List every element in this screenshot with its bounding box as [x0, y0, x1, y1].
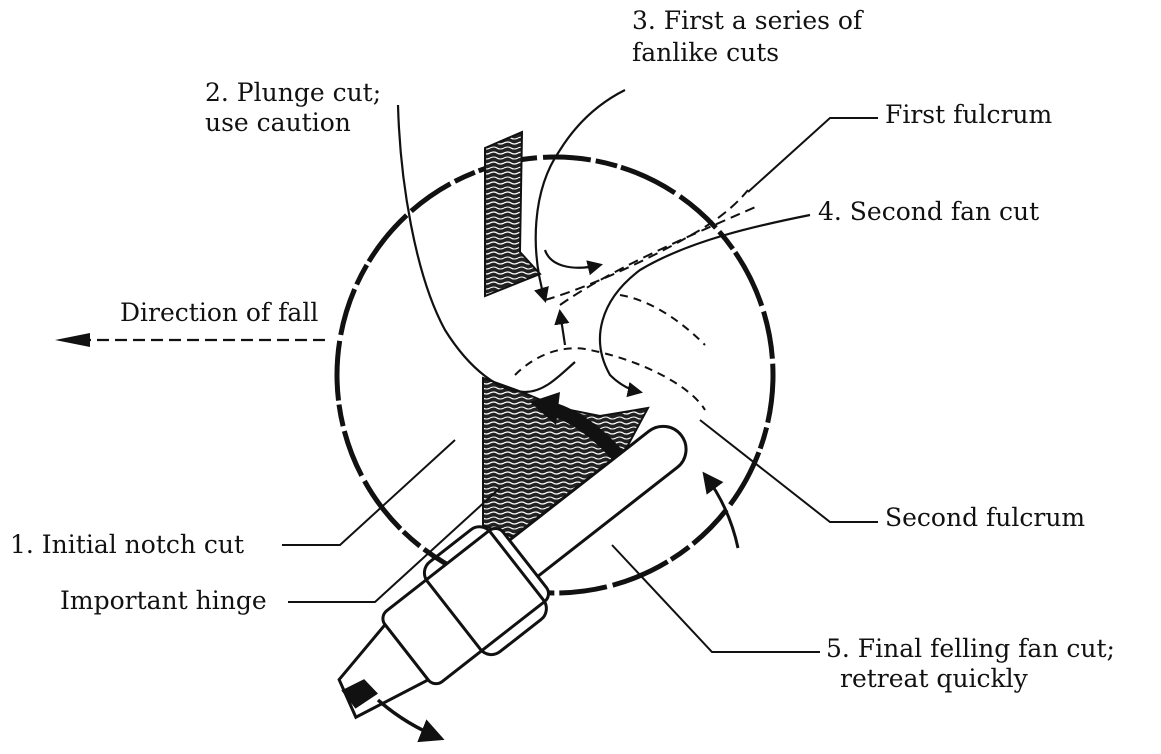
direction-arrow-head [55, 333, 90, 347]
rotation-arrow [705, 475, 738, 548]
center-arrow-up [560, 312, 565, 345]
leader-final-cut [612, 545, 820, 652]
label-final-cut-2: retreat quickly [840, 664, 1028, 694]
label-important-hinge: Important hinge [60, 586, 267, 616]
label-fanlike-1: 3. First a series of [632, 6, 862, 36]
label-plunge-cut-1: 2. Plunge cut; [205, 78, 381, 108]
second-fan-curve [600, 215, 810, 392]
dashed-cut-4 [620, 295, 705, 345]
label-initial-notch: 1. Initial notch cut [10, 530, 244, 560]
retreat-arrow [378, 700, 440, 738]
dashed-cut-1 [545, 190, 748, 300]
leader-first-fulcrum [748, 118, 878, 192]
label-direction-of-fall: Direction of fall [120, 298, 318, 328]
label-final-cut-1: 5. Final felling fan cut; [826, 634, 1115, 664]
dashed-cut-2 [560, 205, 760, 305]
fan-entry-arrow [545, 250, 600, 268]
leader-second-fulcrum [700, 420, 878, 522]
label-first-fulcrum: First fulcrum [885, 100, 1052, 130]
label-fanlike-2: fanlike cuts [632, 38, 779, 68]
label-second-fulcrum: Second fulcrum [885, 503, 1085, 533]
label-second-fan: 4. Second fan cut [818, 197, 1039, 227]
label-plunge-cut-2: use caution [205, 108, 351, 138]
